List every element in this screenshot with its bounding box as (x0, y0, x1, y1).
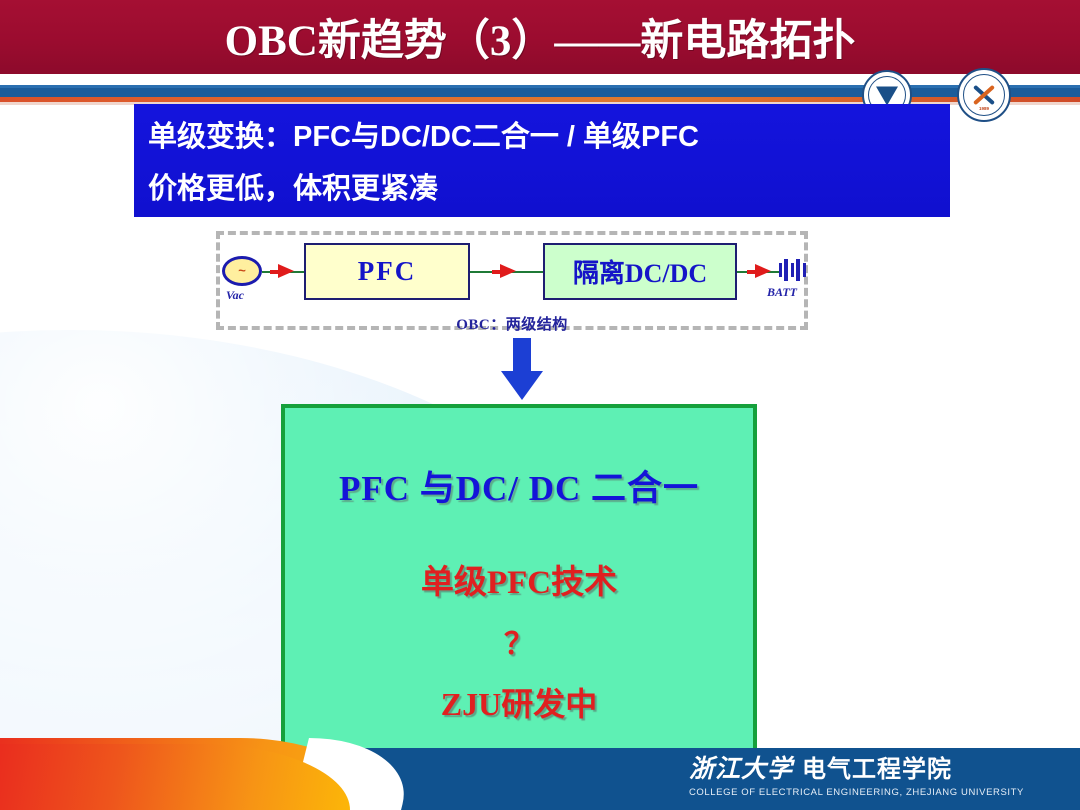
down-arrow-icon (501, 338, 543, 400)
seal-bird-glyph (876, 86, 898, 106)
block-pfc: PFC (304, 243, 470, 300)
conclusion-line-2: ？ (504, 628, 534, 661)
footer-brand-english: COLLEGE OF ELECTRICAL ENGINEERING, ZHEJI… (688, 787, 1024, 798)
accent-stripe-orange (0, 97, 1080, 102)
footer-brand-college: 电气工程学院 (801, 756, 952, 783)
ac-source-label: Vac (226, 288, 244, 302)
battery-label: BATT (767, 285, 798, 299)
block-isolated-dcdc: 隔离DC/DC (543, 243, 737, 300)
diagram-caption: OBC：两级结构 (456, 317, 568, 333)
arrow-tail-3 (747, 270, 757, 274)
seal-cross-glyph (971, 82, 997, 108)
page-title: OBC新趋势（3）——新电路拓扑 (224, 18, 856, 65)
seal-year-label: 1989 (978, 106, 989, 111)
battery-plate (791, 263, 794, 277)
conclusion-box: PFC 与DC/ DC 二合一 单级PFC技术 ？ ZJU研发中 ！ (281, 404, 757, 783)
ac-source-symbol: ~ (238, 263, 246, 279)
footer-brand: 浙江大学 电气工程学院 COLLEGE OF ELECTRICAL ENGINE… (689, 757, 1024, 798)
battery-plate (803, 263, 806, 277)
battery-icon (779, 259, 806, 281)
seal-inner-ring (963, 74, 1005, 116)
obc-two-stage-group (216, 231, 808, 330)
ac-source-icon: ~ (222, 256, 262, 286)
battery-plate (784, 259, 788, 281)
title-bar (0, 0, 1080, 74)
accent-stripe-light-blue (0, 85, 1080, 88)
arrow-head (501, 371, 543, 400)
footer-brand-university: 浙江大学 (688, 756, 793, 783)
conclusion-line-1: 单级PFC技术 (420, 565, 618, 601)
conclusion-line-3: ZJU研发中 (440, 686, 598, 722)
accent-stripe-blue (0, 88, 1080, 97)
college-seal-icon: 1989 (957, 68, 1011, 122)
arrow-head-1 (278, 264, 294, 278)
accent-stripe-pale (0, 102, 1080, 105)
statement-line-2: 价格更低，体积更紧凑 (148, 173, 439, 205)
conclusion-heading: PFC 与DC/ DC 二合一 (338, 469, 700, 508)
arrow-shaft (513, 338, 531, 374)
statement-box: 单级变换：PFC与DC/DC二合一 / 单级PFC 价格更低，体积更紧凑 (134, 104, 950, 217)
arrow-tail-1 (270, 270, 280, 274)
footer-brand-row: 浙江大学 电气工程学院 (689, 757, 1024, 782)
arrow-tail-2 (492, 270, 502, 274)
arrow-head-3 (755, 264, 771, 278)
battery-plate (779, 263, 782, 277)
arrow-head-2 (500, 264, 516, 278)
statement-line-1: 单级变换：PFC与DC/DC二合一 / 单级PFC (148, 121, 700, 153)
battery-plate (796, 259, 800, 281)
